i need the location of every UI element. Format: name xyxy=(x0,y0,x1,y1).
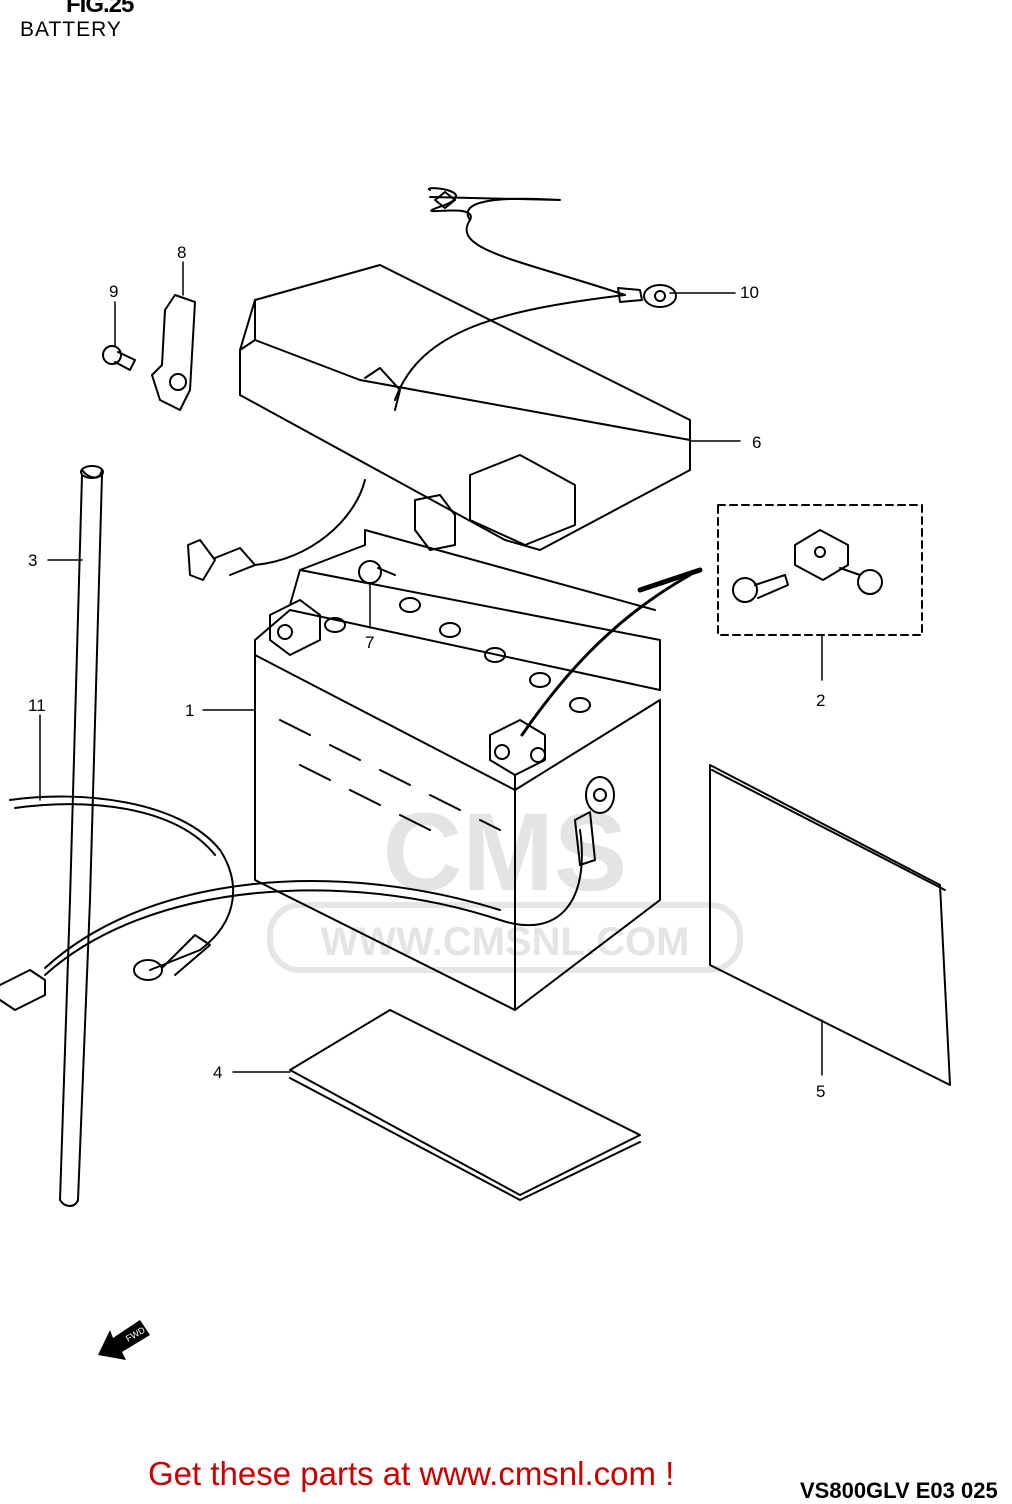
clamp xyxy=(414,494,456,551)
label-sheet xyxy=(709,764,951,1086)
battery xyxy=(254,529,661,1011)
callout-1: 1 xyxy=(185,701,194,720)
cms-watermark: WWW.CMSNL.COM CMS xyxy=(267,791,743,973)
callout-5: 5 xyxy=(816,1082,825,1101)
figure-title: FIG.25 xyxy=(66,0,134,18)
battery-cover xyxy=(239,264,691,551)
breather-tube xyxy=(59,465,104,1207)
callout-10: 10 xyxy=(740,283,759,302)
callout-11: 11 xyxy=(28,696,46,715)
get-parts-link[interactable]: Get these parts at www.cmsnl.com ! xyxy=(148,1455,675,1492)
callout-8: 8 xyxy=(177,243,186,262)
figure-subtitle: BATTERY xyxy=(20,18,122,41)
callout-4: 4 xyxy=(213,1063,222,1082)
watermark-url: WWW.CMSNL.COM xyxy=(321,920,690,964)
bracket xyxy=(151,294,196,411)
watermark-brand: CMS xyxy=(383,791,627,914)
fwd-arrow: FWD xyxy=(98,1320,150,1360)
callout-numbers: 1 2 3 4 5 6 7 8 9 10 11 xyxy=(28,243,825,1101)
callout-9: 9 xyxy=(109,282,118,301)
battery-mat xyxy=(289,1009,641,1201)
callout-6: 6 xyxy=(752,433,761,452)
leader-lines xyxy=(39,261,823,1076)
ground-wire xyxy=(187,479,366,581)
wire-harness xyxy=(0,776,615,1011)
bolt-9 xyxy=(102,345,136,371)
screw-kit xyxy=(717,504,923,636)
callout-2: 2 xyxy=(816,691,825,710)
cover-cable xyxy=(394,187,677,401)
callout-7: 7 xyxy=(365,633,374,652)
negative-lead xyxy=(520,567,703,737)
bolt-7 xyxy=(358,560,396,584)
callout-3: 3 xyxy=(28,551,37,570)
diagram-code: VS800GLV E03 025 xyxy=(800,1478,998,1503)
